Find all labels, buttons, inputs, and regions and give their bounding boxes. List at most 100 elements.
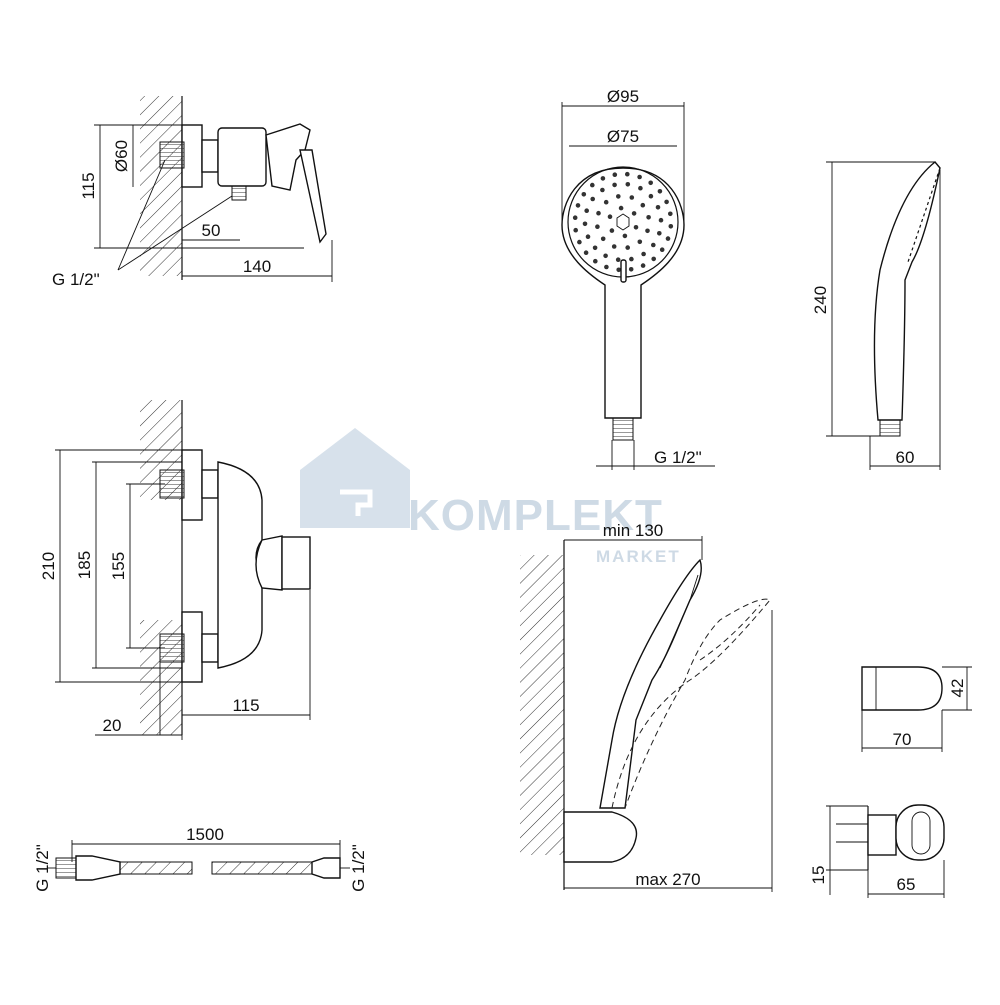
dim-front-depth: 115 [232, 696, 259, 715]
dim-diameter: Ø60 [112, 140, 131, 172]
dim-mid: 185 [75, 551, 94, 579]
nozzle-dot [590, 196, 595, 202]
nozzle-dot [640, 263, 646, 268]
nozzle-dot [607, 214, 613, 219]
mixer-side-view: 115 Ø60 50 140 G 1/2" [52, 96, 333, 289]
hose-nut-right [311, 857, 341, 879]
watermark: KOMPLEKT MARKET [300, 428, 681, 566]
nozzle-dot [573, 227, 578, 233]
nozzle-dot [646, 215, 651, 220]
nozzle-dot [609, 228, 615, 233]
dim-holder-depth: 65 [897, 875, 916, 894]
nozzle-dot [659, 247, 665, 252]
flange [181, 124, 203, 188]
nozzle-dot [622, 233, 628, 239]
nozzle-dot [668, 211, 673, 217]
nozzle-dot [616, 267, 621, 273]
dim-total: 210 [39, 552, 58, 580]
nozzle-dot [658, 217, 664, 223]
nozzle-dot [584, 208, 589, 213]
dim-offset: 50 [202, 221, 221, 240]
dim-depth: 140 [243, 257, 271, 276]
nozzle-dot [629, 256, 634, 262]
nozzle-dot [595, 224, 600, 229]
dim-hose-length: 1500 [186, 825, 224, 844]
nozzle-dot [582, 221, 588, 227]
nozzle-dot [628, 267, 634, 272]
nozzle-dot [600, 236, 606, 242]
nozzle-dot [600, 176, 606, 181]
dim-holder-width: 70 [893, 730, 912, 749]
nozzle-dot [625, 245, 630, 250]
nozzle-dot [648, 193, 654, 199]
hand-shower-side: 240 60 [811, 161, 941, 470]
nozzle-dot [651, 256, 656, 262]
shower-head-outline [561, 167, 685, 419]
nozzle-dot [603, 253, 608, 259]
nozzle-dot [600, 187, 605, 193]
dim-holder-thick: 15 [809, 866, 828, 885]
house-logo-icon [300, 428, 410, 528]
nozzle-dot [583, 250, 589, 255]
nozzle-dot [657, 189, 663, 194]
nozzle-dot [645, 228, 650, 234]
nozzle-dot [596, 210, 601, 216]
wall-hatch-3 [520, 555, 564, 855]
nozzle-dot [575, 203, 581, 208]
nozzle-dot [651, 242, 656, 248]
nozzle-dot [655, 205, 661, 210]
mixer-front-view: 210 185 155 20 115 [39, 400, 311, 740]
nozzle-dot [604, 264, 609, 270]
shower-side-outline [873, 161, 941, 421]
nozzle-dot [585, 234, 591, 239]
nozzle-dot [592, 245, 598, 251]
holder-top-view: 42 70 [861, 666, 972, 752]
nozzle-dot [631, 211, 637, 216]
shower-hose: 1500 G 1/2" G 1/2" [33, 825, 368, 892]
dim-height: 115 [79, 172, 98, 199]
thread-label: G 1/2" [52, 270, 100, 289]
nozzle-dot [633, 225, 639, 230]
holder-in-use: min 130 max 270 [520, 521, 773, 892]
nozzle-dot [637, 174, 642, 180]
nozzle-dot [615, 257, 621, 263]
wall-holder [563, 811, 638, 863]
nozzle-dot [640, 202, 646, 208]
hose-segment-left [119, 861, 193, 875]
nozzle-dot [603, 199, 609, 205]
nozzle-dot [612, 182, 617, 188]
nozzle-dot [625, 171, 630, 177]
nozzle-dot [581, 192, 587, 197]
dim-shower-length: 240 [811, 286, 830, 314]
nozzle-dot [665, 236, 671, 241]
wall-hatch [140, 96, 182, 276]
nozzle-dot [664, 199, 669, 205]
nozzle-dot [593, 258, 598, 264]
spray-nozzles [572, 171, 674, 273]
hose-thread-left: G 1/2" [33, 844, 52, 892]
nozzle-dot [618, 205, 624, 211]
watermark-sub: MARKET [596, 547, 681, 566]
nozzle-dot [641, 251, 646, 257]
nozzle-dot [629, 195, 635, 200]
shower-in-holder [599, 558, 702, 809]
nozzle-dot [625, 182, 631, 187]
nozzle-dot [572, 215, 578, 220]
mixer-knob [281, 536, 311, 590]
mixer-body [217, 127, 267, 187]
faucet-logo-icon [340, 489, 373, 516]
hand-shower-front: Ø95 Ø75 G 1/2" [561, 87, 715, 470]
nozzle-dot [668, 224, 674, 229]
nozzle-dot [612, 172, 618, 177]
hose-thread-right: G 1/2" [349, 844, 368, 892]
nozzle-dot [611, 244, 617, 249]
hose-segment-right [211, 861, 313, 875]
holder-side [895, 804, 945, 861]
tilted-shower-dash [611, 598, 771, 809]
dim-max: max 270 [635, 870, 700, 889]
nozzle-dot [616, 194, 621, 199]
nozzle-dot [657, 231, 662, 236]
nozzle-dot [637, 239, 643, 245]
